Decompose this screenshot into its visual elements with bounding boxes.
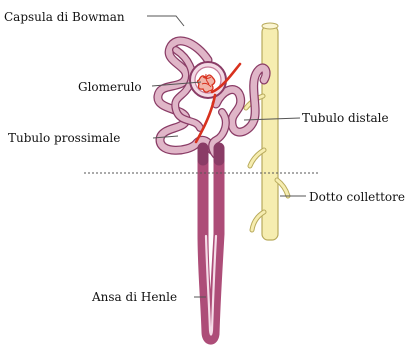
leader-bowman: [147, 16, 184, 26]
label-loop-of-henle: Ansa di Henle: [92, 290, 177, 304]
label-glomerulus: Glomerulo: [78, 80, 142, 94]
label-collecting-duct: Dotto collettore: [309, 190, 405, 204]
label-distal-tubule: Tubulo distale: [302, 111, 389, 125]
label-proximal-tubule: Tubulo prossimale: [8, 131, 120, 145]
collecting-duct: [246, 23, 288, 240]
loop-of-henle: [203, 148, 219, 339]
label-bowman-capsule: Capsula di Bowman: [4, 10, 125, 24]
